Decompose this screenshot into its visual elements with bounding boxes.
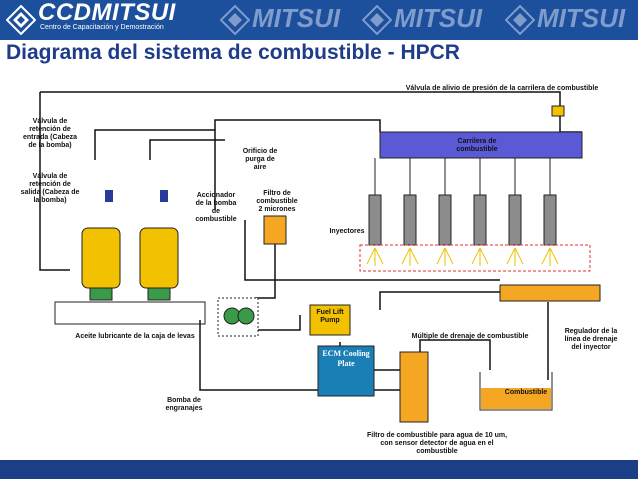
relief-valve <box>551 105 565 117</box>
ecm-cooling-plate-label: ECM Cooling Plate <box>322 349 370 368</box>
rail-feed-line <box>214 119 381 132</box>
drain-regulator-label: Regulador de la línea de drenaje del iny… <box>564 328 618 351</box>
watermark-logo-icon <box>362 5 392 35</box>
pump-line <box>255 315 301 331</box>
fuel-rail-label: Carrilera de combustible <box>456 138 498 153</box>
pump-heads <box>81 190 179 301</box>
header-banner: CCDMITSUI Centro de Capacitación y Demos… <box>0 0 638 40</box>
supply-line <box>40 91 561 110</box>
footer-bar <box>0 460 638 479</box>
cam-oil-label: Aceite lubricante de la caja de levas <box>75 333 195 340</box>
mitsui-logo-icon <box>6 5 36 35</box>
outlet-check-valve-label: Válvula de retención de salida (Cabeza d… <box>20 173 80 204</box>
gear-pump-label: Bomba de engranajes <box>165 397 203 412</box>
fuel-tank-label: Combustible <box>504 389 548 396</box>
manifold-to-pump <box>379 291 500 310</box>
fuel-lift-pump <box>309 304 351 336</box>
fuel-tank-level <box>481 388 551 409</box>
ecm-cooling-plate <box>317 345 375 397</box>
pump-actuator-label: Accionador de la bomba de combustible <box>195 192 237 223</box>
return-line-left <box>39 92 70 271</box>
injector-sprays <box>366 247 559 266</box>
watermark-logo-icon <box>220 5 250 35</box>
fuel-system-diagram <box>39 91 601 423</box>
air-bleed-label: Orificio de purga de aire <box>242 148 278 171</box>
filter-2-micron <box>263 215 287 245</box>
drain-line <box>244 220 500 281</box>
fuel-filter-2-label: Filtro de combustible 2 micrones <box>256 190 298 213</box>
injector-spray-zone <box>359 244 591 272</box>
logo-subtitle: Centro de Capacitación y Demostración <box>40 24 164 31</box>
logo-text: CCDMITSUI <box>38 0 176 26</box>
drain-manifold <box>499 284 601 302</box>
drain-manifold-label: Múltiple de drenaje de combustible <box>411 333 529 340</box>
pump-feed-line-2 <box>149 139 225 160</box>
page-title: Diagrama del sistema de combustible - HP… <box>6 41 460 64</box>
pump-feed-line <box>94 129 216 210</box>
water-filter-label: Filtro de combustible para agua de 10 um… <box>366 432 508 455</box>
fuel-lift-pump-label: Fuel Lift Pump <box>316 309 344 324</box>
fuel-tank <box>479 372 553 411</box>
fuel-rail <box>379 131 583 159</box>
injectors <box>368 158 557 246</box>
filter-line <box>255 240 276 299</box>
watermark-text: MITSUI <box>252 3 341 33</box>
water-filter <box>399 351 429 423</box>
watermark-text: MITSUI <box>394 3 483 33</box>
relief-valve-label: Válvula de alivio de presión de la carri… <box>405 85 599 92</box>
injectors-label: Inyectores <box>329 228 365 235</box>
tank-supply-line <box>419 339 491 370</box>
watermark-logo-icon <box>505 5 535 35</box>
cam-housing <box>54 301 206 325</box>
watermark-text: MITSUI <box>537 3 626 33</box>
inlet-check-valve-label: Válvula de retención de entrada (Cabeza … <box>22 118 78 149</box>
